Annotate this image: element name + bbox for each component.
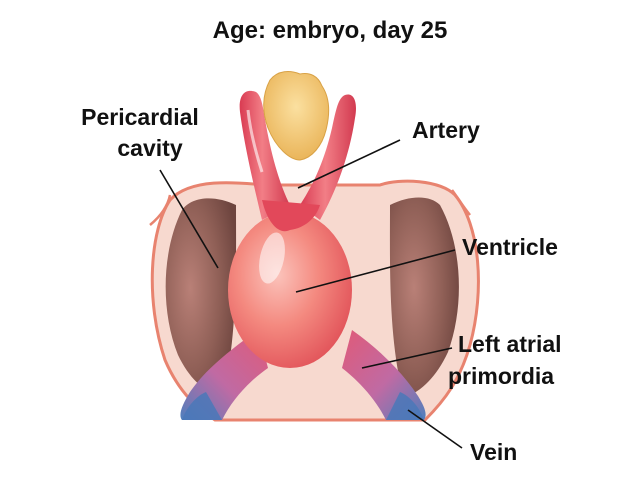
pericardial-cavity [165,197,459,398]
leader-ventricle [295,249,456,293]
ventricle [228,212,352,368]
leader-artery [297,139,401,189]
label-artery: Artery [412,117,480,143]
diagram-title: Age: embryo, day 25 [213,17,448,44]
label-pericardial-cavity-line2: cavity [117,135,182,161]
label-pericardial-cavity-line1: Pericardial [81,104,199,130]
leader-pericardial-cavity [159,169,219,269]
cranial-tissue [263,71,330,161]
leader-left-atrial-primordia [361,347,453,369]
label-vein: Vein [470,439,517,465]
label-ventricle: Ventricle [462,234,558,260]
vein [182,392,424,420]
label-left-atrial-line1: Left atrial [458,331,562,357]
leader-vein [407,409,463,449]
label-left-atrial-line2: primordia [448,363,554,389]
artery [239,90,356,232]
